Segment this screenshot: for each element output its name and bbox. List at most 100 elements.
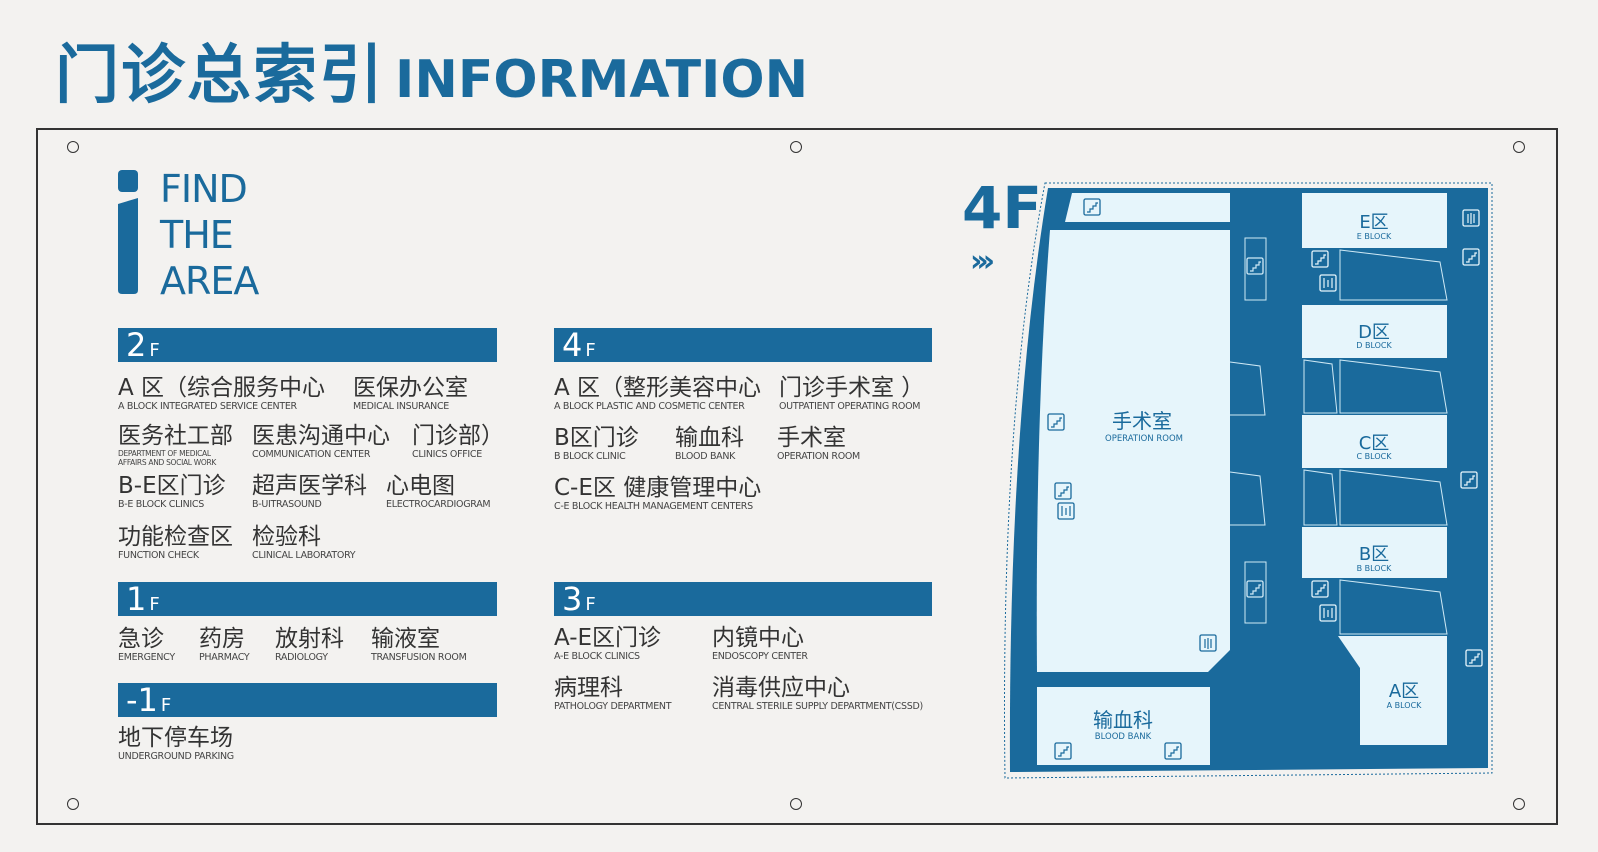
room-label-cn: D区 — [1358, 322, 1390, 343]
item-en: CENTRAL STERILE SUPPLY DEPARTMENT(CSSD) — [712, 701, 923, 712]
escalator-icon — [1246, 580, 1264, 598]
item-cn: B区门诊 — [554, 425, 639, 451]
room-label-en: B BLOCK — [1357, 564, 1393, 573]
item-en: C-E BLOCK HEALTH MANAGEMENT CENTERS — [554, 501, 753, 512]
room-label-en: D BLOCK — [1356, 341, 1392, 350]
room-label-cn: C区 — [1359, 433, 1390, 454]
item-cn: 药房 — [199, 626, 245, 652]
floor-suffix: F — [160, 695, 172, 716]
item-cn: 心电图 — [386, 473, 455, 499]
find-line: THE — [160, 213, 234, 257]
map-outline — [1004, 182, 1493, 779]
room-label-en: E BLOCK — [1357, 232, 1392, 241]
title-cn: 门诊总索引 — [55, 39, 385, 113]
stairs-icon — [1054, 742, 1072, 760]
item-en: DEPARTMENT OF MEDICAL — [118, 449, 211, 458]
item-en: OUTPATIENT OPERATING ROOM — [779, 401, 921, 412]
stairs-icon — [1083, 198, 1101, 216]
floor-number: 3 — [562, 580, 583, 618]
stairs-icon — [1054, 482, 1072, 500]
room-d-block — [1302, 305, 1447, 358]
item-en: B BLOCK CLINIC — [554, 451, 626, 462]
item-cn: 医患沟通中心 — [252, 423, 390, 449]
item-cn: 手术室 — [777, 425, 846, 451]
stairs-icon — [1047, 413, 1065, 431]
stairs-icon — [1462, 248, 1480, 266]
restroom-icon — [1462, 209, 1480, 227]
floor-suffix: F — [585, 340, 596, 361]
room-operation — [1036, 230, 1230, 672]
item-cn: 消毒供应中心 — [712, 675, 850, 701]
floor-number: 2 — [126, 326, 147, 364]
item-cn: 输血科 — [675, 425, 744, 451]
room-label-en: BLOOD BANK — [1095, 732, 1152, 742]
floor-suffix: F — [149, 340, 160, 361]
item-cn: 内镜中心 — [712, 625, 804, 651]
stairs-icons — [1047, 198, 1483, 760]
stairs-icon — [1311, 250, 1329, 268]
floor-suffix: F — [585, 594, 596, 615]
item-cn: 放射科 — [275, 626, 344, 652]
restroom-icon — [1199, 634, 1217, 652]
escalator-box — [1244, 561, 1267, 624]
item-cn: A-E区门诊 — [554, 625, 662, 651]
item-en: CLINICS OFFICE — [412, 449, 482, 460]
item-en: OPERATION ROOM — [777, 451, 860, 462]
screw-hole — [790, 141, 802, 153]
item-cn: A 区（整形美容中心 — [554, 375, 762, 401]
item-en: ENDOSCOPY CENTER — [712, 651, 808, 662]
item-en: A BLOCK PLASTIC AND COSMETIC CENTER — [554, 401, 745, 412]
screw-hole — [67, 141, 79, 153]
item-en: A BLOCK INTEGRATED SERVICE CENTER — [118, 401, 297, 412]
find-the-area: FIND THE AREA — [160, 166, 259, 304]
stairs-icon — [1164, 742, 1182, 760]
room-e-block — [1302, 193, 1447, 248]
item-en: B-UITRASOUND — [252, 499, 322, 510]
elevator-icon — [1319, 604, 1337, 622]
stairs-icon — [1460, 471, 1478, 489]
item-en: EMERGENCY — [118, 652, 175, 663]
room-outline — [1229, 361, 1266, 416]
item-cn: 输液室 — [371, 626, 440, 652]
room-label-cn: 手术室 — [1112, 409, 1172, 433]
room-label-cn: E区 — [1359, 212, 1388, 233]
room-label-en: A BLOCK — [1387, 701, 1423, 710]
stairs-icon — [1465, 649, 1483, 667]
title-en: INFORMATION — [395, 50, 809, 110]
room-outline — [1229, 471, 1266, 526]
item-cn: C-E区 健康管理中心 — [554, 475, 762, 501]
item-en: BLOOD BANK — [675, 451, 736, 462]
item-en: UNDERGROUND PARKING — [118, 751, 234, 762]
item-cn: 地下停车场 — [118, 725, 233, 751]
item-cn: B-E区门诊 — [118, 473, 226, 499]
list-item: 门诊手术室 ）OUTPATIENT OPERATING ROOM — [779, 375, 924, 412]
item-cn: 医务社工部 — [118, 423, 233, 449]
find-line: FIND — [160, 167, 248, 211]
